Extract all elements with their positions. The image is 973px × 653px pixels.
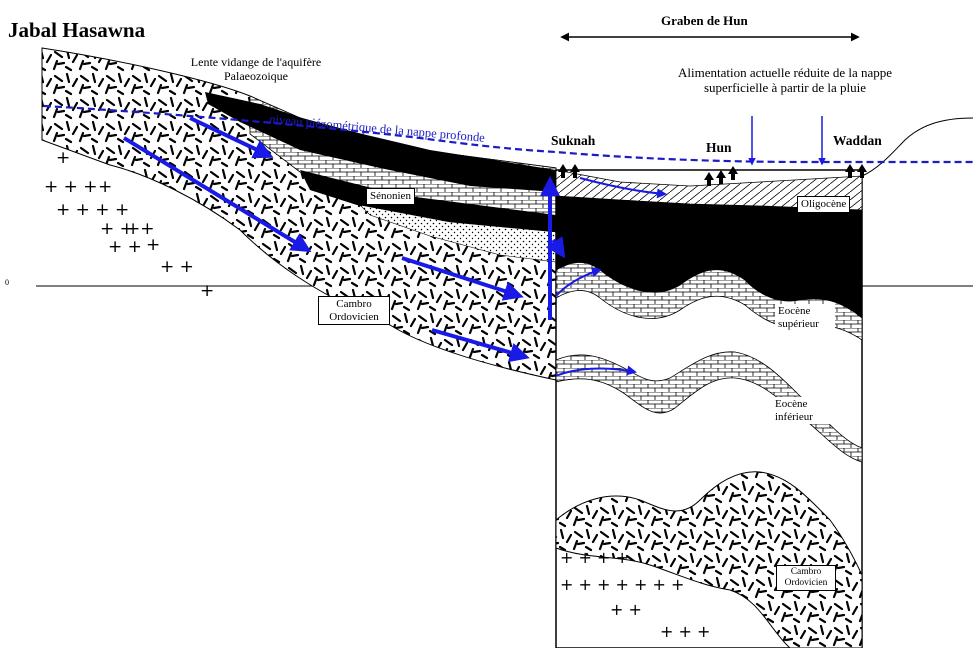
locality-suknah: Suknah — [551, 133, 596, 148]
svg-text:+: + — [56, 148, 70, 168]
svg-text:+ +: + + — [160, 257, 194, 277]
locality-hun: Hun — [706, 140, 732, 155]
piezometric-line — [43, 104, 973, 164]
svg-text:+ +: + + — [108, 237, 142, 257]
figure-title: Jabal Hasawna — [8, 18, 146, 42]
svg-text:++: ++ — [126, 219, 155, 239]
well-symbols — [558, 164, 867, 186]
svg-text:+ + + +: + + + + — [560, 548, 629, 567]
formation-oligocene: Oligocène — [797, 196, 851, 213]
svg-text:+ + + + + + +: + + + + + + + — [560, 575, 684, 594]
svg-text:+: + — [146, 235, 160, 255]
eocene-inferieur-layer — [555, 351, 863, 463]
zero-label: 0 — [5, 278, 9, 287]
graben-black-aquifer — [556, 196, 862, 318]
locality-waddan: Waddan — [833, 133, 882, 148]
dotted-sand-layer — [359, 204, 557, 263]
cambro-ordovicien-upper-layer — [41, 47, 557, 381]
formation-senonien: Sénonien — [366, 188, 415, 205]
formation-eocene-inferieur: Eocène inférieur — [772, 397, 834, 425]
svg-text:+ + + +: + + + + — [56, 200, 129, 220]
formation-cambro-ordovicien-upper: Cambro Ordovicien — [318, 296, 390, 326]
svg-text:+ +: + + — [610, 600, 642, 619]
basement-crosses-left: + + + ++ + + + + + +++ + ++ + + + — [44, 148, 214, 301]
black-aquifer-band-2 — [300, 170, 556, 232]
flow-arrows — [122, 116, 566, 363]
lente-label: Lente vidange de l'aquifère Palaeozoique — [190, 55, 322, 83]
formation-cambro-ordovicien-lower: Cambro Ordovicien — [776, 565, 836, 591]
formation-eocene-superieur: Eocène supérieur — [775, 304, 835, 332]
graben-label: Graben de Hun — [661, 13, 748, 28]
cambro-ordovicien-lower-layer — [555, 471, 863, 649]
svg-text:+ +: + + — [100, 219, 134, 239]
basement-crosses-graben: + + + + + + + + + + + + + + + + — [560, 548, 710, 641]
svg-text:+ + +: + + + — [660, 622, 710, 641]
black-aquifer-upper — [205, 92, 556, 192]
svg-text:+ + +: + + + — [44, 177, 98, 197]
recharge-label: Alimentation actuelle réduite de la napp… — [677, 65, 893, 95]
svg-text:+: + — [98, 177, 112, 197]
svg-text:+: + — [200, 281, 214, 301]
graben-flow-arrows — [555, 177, 667, 377]
right-hill-outline — [861, 117, 973, 177]
